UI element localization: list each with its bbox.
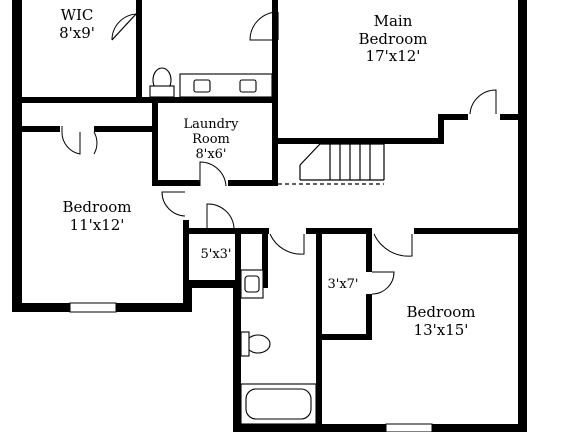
bedroom-left-size: 11'x12' xyxy=(70,216,125,234)
wic-label: WIC xyxy=(61,6,94,24)
outer-wall-left xyxy=(12,0,22,312)
hall-wall-bottom-c xyxy=(414,228,520,234)
main-bedroom-wall-right-stub xyxy=(500,114,520,120)
bedroom-right-label: Bedroom xyxy=(407,303,476,321)
hall-wall-bottom-b xyxy=(306,228,372,234)
main-bedroom-wall-step-top xyxy=(438,114,468,120)
room-labels: WIC 8'x9' Main Bedroom 17'x12' Laundry R… xyxy=(59,6,475,339)
main-bedroom-label-1: Main xyxy=(374,12,413,30)
door-laundry xyxy=(199,161,227,187)
fixtures xyxy=(69,67,433,432)
window-bedroom-right xyxy=(385,423,433,432)
bedroom-left-label: Bedroom xyxy=(63,198,132,216)
laundry-size: 8'x6' xyxy=(195,147,226,162)
laundry-wall-bottom-left xyxy=(152,180,200,186)
main-bedroom-wall-step xyxy=(438,114,444,144)
bath-sink-basin xyxy=(244,275,260,293)
laundry-wall-bottom-right xyxy=(228,180,278,186)
wic-size: 8'x9' xyxy=(59,24,95,42)
outer-wall-right xyxy=(518,0,527,432)
door-closet-left-b xyxy=(93,131,98,155)
laundry-label-1: Laundry xyxy=(183,117,239,132)
door-closet-right xyxy=(371,271,395,295)
bathtub-inner xyxy=(245,388,312,420)
bath-wall-right xyxy=(316,228,322,432)
main-bedroom-wall-bottom xyxy=(278,138,444,144)
sink-left-icon xyxy=(193,79,211,93)
bath-wall-left xyxy=(233,280,241,432)
laundry-wall-left xyxy=(152,97,158,185)
door-wic xyxy=(111,13,137,41)
toilet-upper-tank xyxy=(149,85,175,98)
closet-hall-wall-right xyxy=(235,228,241,286)
doors xyxy=(61,11,497,295)
stairs-icon xyxy=(278,143,385,185)
door-main-bedroom-right xyxy=(469,89,497,115)
closet-right-wall-b xyxy=(366,294,372,338)
door-bath-top xyxy=(249,11,279,41)
door-bedroom-right xyxy=(373,233,413,257)
closet-hall-size: 5'x3' xyxy=(200,247,231,262)
sink-right-icon xyxy=(239,79,257,93)
main-bedroom-wall-left xyxy=(272,0,278,185)
bedroom-left-wall-top-a xyxy=(22,126,60,132)
main-bedroom-label-2: Bedroom xyxy=(359,30,428,48)
bath-toilet-icon xyxy=(245,334,271,354)
closet-right-size: 3'x7' xyxy=(327,277,358,292)
wic-wall-right xyxy=(136,0,142,100)
bath-toilet-tank xyxy=(240,331,250,357)
window-bedroom-left xyxy=(69,302,117,313)
bedroom-left-wall-top-b xyxy=(94,126,152,132)
hall-wall-bottom-a xyxy=(189,228,269,234)
bath-upper-wall xyxy=(262,228,268,288)
door-bath xyxy=(269,233,305,255)
wall-step xyxy=(183,280,192,312)
laundry-label-2: Room xyxy=(192,132,230,147)
closet-right-wall-a xyxy=(366,228,372,272)
outer-wall-bottom xyxy=(233,424,527,432)
wall-under-bath xyxy=(156,97,278,103)
closet-right-wall-bottom xyxy=(322,334,372,340)
bedroom-left-wall-right xyxy=(183,220,189,282)
wall-step-horizontal xyxy=(183,280,241,288)
door-bedroom-left xyxy=(161,191,186,217)
wall-under-wic xyxy=(12,97,156,103)
door-closet-hall xyxy=(206,203,235,229)
main-bedroom-size: 17'x12' xyxy=(366,47,421,65)
door-closet-left-a xyxy=(61,126,81,155)
bedroom-right-size: 13'x15' xyxy=(414,321,469,339)
